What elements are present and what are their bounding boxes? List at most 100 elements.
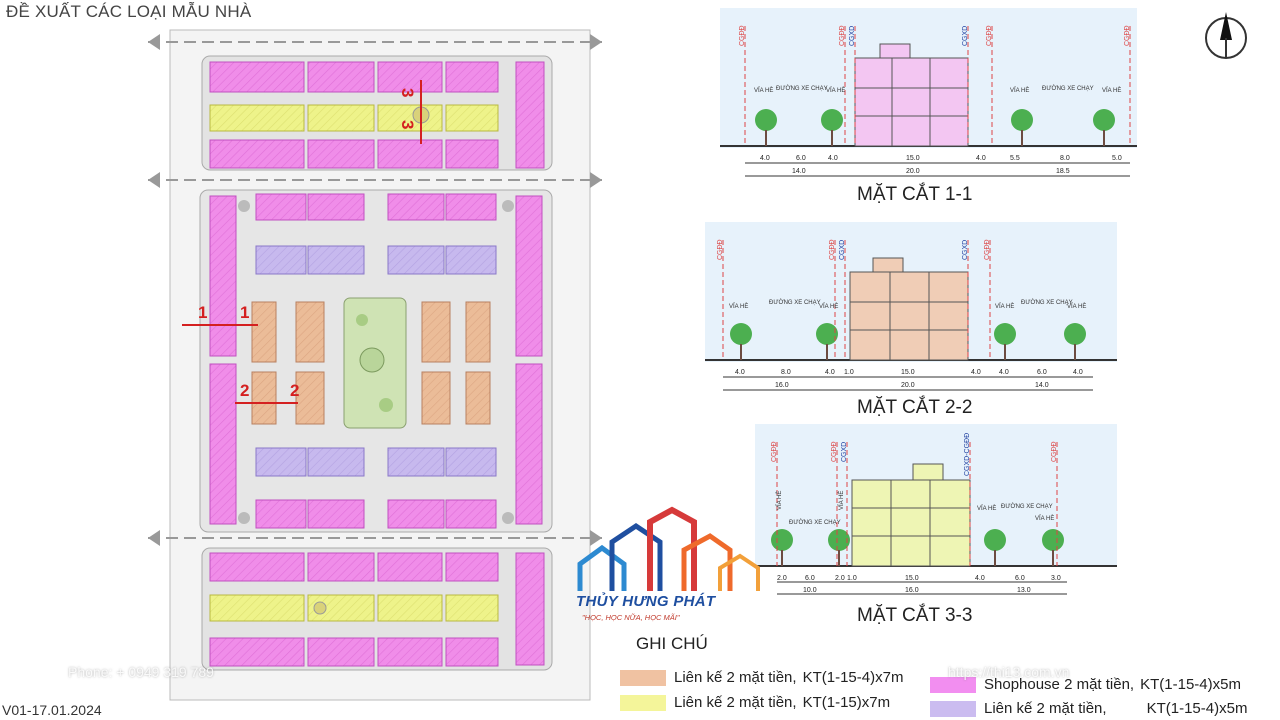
section-3-text-5: ĐƯỜNG XE CHẠY <box>1001 503 1053 510</box>
section-1-dim-5: 4.0 <box>976 155 986 162</box>
section-1-tag-1: CGĐĐ <box>739 25 746 46</box>
main-road-lower <box>148 530 602 546</box>
section-2-tag-1: CGĐĐ <box>717 239 724 260</box>
section-1-dim-3: 4.0 <box>828 155 838 162</box>
section-1-dim-total-2: 20.0 <box>906 168 920 175</box>
section-3-tag-4: CGXD-CGĐĐ <box>964 433 971 476</box>
section-1-dim-total-1: 14.0 <box>792 168 806 175</box>
section-1-text-4: VỈA HÈ <box>1010 87 1029 94</box>
section-1-dim-7: 8.0 <box>1060 155 1070 162</box>
section-1-dim-2: 6.0 <box>796 155 806 162</box>
brand-name: THỦY HƯNG PHÁT <box>576 593 716 610</box>
section-2-tag-2: CGĐĐ <box>829 239 836 260</box>
watermark-phone: Phone: + 0949 319 789 <box>68 664 214 680</box>
cut-marker-1-left: 1 <box>198 303 207 322</box>
legend-label-2: Liên kế 2 mặt tiền, <box>674 694 797 711</box>
section-3-dim-5: 15.0 <box>905 575 919 582</box>
section-2-dim-4: 1.0 <box>844 369 854 376</box>
section-1-dim-8: 5.0 <box>1112 155 1122 162</box>
section-3-tag-5: CGĐĐ <box>1051 441 1058 462</box>
section-1-dim-4: 15.0 <box>906 155 920 162</box>
site-plan: 1 1 2 2 3 3 <box>148 29 602 701</box>
section-3-dim-total-1: 10.0 <box>803 587 817 594</box>
section-1-1-drawing: CGĐĐ CGĐĐ CGXD CGXD CGĐĐ CGĐĐ VỈA HÈ ĐƯỜ… <box>720 8 1137 177</box>
section-3-text-3: VỈA HÈ <box>838 491 845 510</box>
section-3-dim-1: 2.0 <box>777 575 787 582</box>
main-road-top <box>148 34 602 50</box>
section-2-text-2: ĐƯỜNG XE CHẠY <box>769 299 821 306</box>
cut-marker-2-right: 2 <box>290 381 299 400</box>
section-1-text-5: ĐƯỜNG XE CHẠY <box>1042 85 1094 92</box>
section-1-text-3: VỈA HÈ <box>826 87 845 94</box>
legend-swatch-1 <box>620 669 666 686</box>
section-1-tag-6: CGĐĐ <box>1124 25 1131 46</box>
legend-item-4: Liên kế 2 mặt tiền, KT(1-15-4)x5m <box>930 700 1247 717</box>
section-2-text-6: VỈA HÈ <box>1067 303 1086 310</box>
legend-dims-3: KT(1-15-4)x5m <box>1140 676 1241 693</box>
legend-item-1: Liên kế 2 mặt tiền, KT(1-15-4)x7m <box>620 669 903 686</box>
legend-dims-4: KT(1-15-4)x5m <box>1146 700 1248 717</box>
section-1-tag-5: CGĐĐ <box>986 25 993 46</box>
section-2-tag-4: CGXD <box>962 240 969 260</box>
section-3-dim-total-2: 16.0 <box>905 587 919 594</box>
section-3-tag-2: CGĐĐ <box>831 441 838 462</box>
north-arrow-icon <box>1205 12 1247 59</box>
section-3-dim-7: 6.0 <box>1015 575 1025 582</box>
section-3-tag-1: CGĐĐ <box>771 441 778 462</box>
section-2-dim-6: 4.0 <box>971 369 981 376</box>
section-3-dim-6: 4.0 <box>975 575 985 582</box>
section-2-dim-1: 4.0 <box>735 369 745 376</box>
section-3-dim-4: 1.0 <box>847 575 857 582</box>
section-3-dim-3: 2.0 <box>835 575 845 582</box>
legend-swatch-4 <box>930 700 976 717</box>
section-2-dim-5: 15.0 <box>901 369 915 376</box>
brand-logo-icon <box>577 506 760 591</box>
legend-title: GHI CHÚ <box>636 634 708 653</box>
legend-item-2: Liên kế 2 mặt tiền, KT(1-15)x7m <box>620 694 890 711</box>
section-1-text-2: ĐƯỜNG XE CHẠY <box>776 85 828 92</box>
section-2-text-5: ĐƯỜNG XE CHẠY <box>1021 299 1073 306</box>
section-3-label: MẶT CẮT 3-3 <box>857 605 973 626</box>
section-2-dim-7: 4.0 <box>999 369 1009 376</box>
section-2-text-3: VỈA HÈ <box>819 303 838 310</box>
bottom-block <box>201 547 553 671</box>
section-3-dim-total-3: 13.0 <box>1017 587 1031 594</box>
section-2-dim-9: 4.0 <box>1073 369 1083 376</box>
cut-marker-3-top: 3 <box>398 88 417 97</box>
section-3-dim-8: 3.0 <box>1051 575 1061 582</box>
legend-swatch-3 <box>930 676 976 693</box>
legend-label-4: Liên kế 2 mặt tiền, <box>984 700 1107 717</box>
main-road-middle <box>148 172 602 188</box>
section-3-3-drawing: CGĐĐ CGĐĐ CGXD CGXD-CGĐĐ CGĐĐ VỈA HÈ ĐƯỜ… <box>755 424 1117 595</box>
section-1-text-1: VỈA HÈ <box>754 87 773 94</box>
cut-marker-1-right: 1 <box>240 303 249 322</box>
section-2-dim-total-2: 20.0 <box>901 382 915 389</box>
section-3-text-6: VỈA HÈ <box>1035 515 1054 522</box>
section-1-dim-6: 5.5 <box>1010 155 1020 162</box>
watermark-url: https://thi13.com.vn <box>948 664 1070 680</box>
section-3-tag-3: CGXD <box>841 442 848 462</box>
legend-dims-1: KT(1-15-4)x7m <box>802 669 904 686</box>
section-1-dim-1: 4.0 <box>760 155 770 162</box>
cut-marker-3-bottom: 3 <box>398 120 417 129</box>
legend-label-3: Shophouse 2 mặt tiền, <box>984 676 1135 693</box>
legend-swatch-2 <box>620 694 666 711</box>
section-3-dim-2: 6.0 <box>805 575 815 582</box>
legend-dims-2: KT(1-15)x7m <box>802 694 891 711</box>
section-2-2-drawing: CGĐĐ CGĐĐ CGXD CGXD CGĐĐ VỈA HÈ ĐƯỜNG XE… <box>705 222 1117 391</box>
top-block <box>201 55 553 171</box>
section-2-tag-3: CGXD <box>839 240 846 260</box>
section-2-label: MẶT CẮT 2-2 <box>857 397 973 418</box>
section-2-dim-3: 4.0 <box>825 369 835 376</box>
cut-marker-2-left: 2 <box>240 381 249 400</box>
section-1-tag-4: CGXD <box>962 26 969 46</box>
section-1-dim-total-3: 18.5 <box>1056 168 1070 175</box>
section-2-dim-8: 6.0 <box>1037 369 1047 376</box>
section-3-text-1: VỈA HÈ <box>776 491 783 510</box>
section-3-text-2: ĐƯỜNG XE CHẠY <box>789 519 841 526</box>
section-2-dim-total-3: 14.0 <box>1035 382 1049 389</box>
version-label: V01-17.01.2024 <box>2 702 102 718</box>
section-1-label: MẶT CẮT 1-1 <box>857 184 973 205</box>
section-1-tag-2: CGĐĐ <box>839 25 846 46</box>
section-2-dim-2: 8.0 <box>781 369 791 376</box>
